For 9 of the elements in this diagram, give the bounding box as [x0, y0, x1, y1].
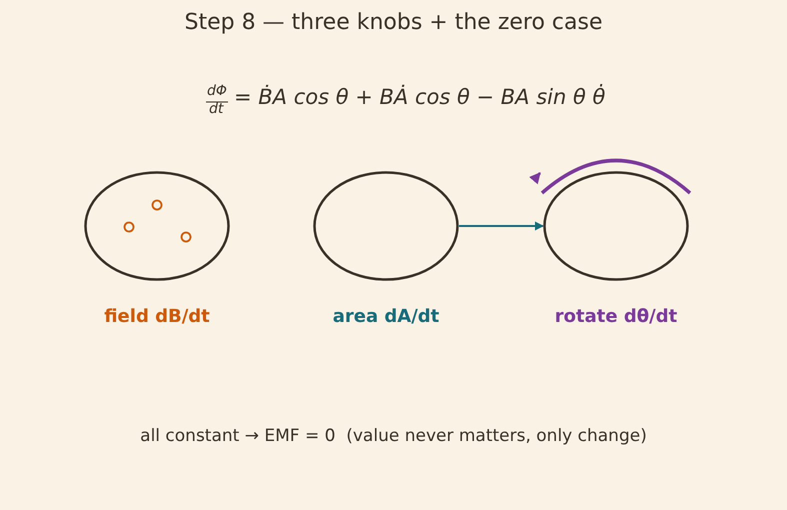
note-text: all constant → EMF = 0 (value never matters, only change): [139, 427, 648, 446]
loop-label: rotate dθ/dt: [554, 306, 678, 327]
formula-text: dt: [209, 102, 224, 118]
arrow: [459, 222, 544, 230]
loop-label: field dB/dt: [103, 306, 211, 327]
formula-text: = ḂA cos θ + BȦ cos θ − BA sin θ θ̇: [234, 86, 606, 110]
formula-text: dΦ: [207, 84, 227, 100]
loop-label: area dA/dt: [332, 306, 440, 327]
title: Step 8 — three knobs + the zero case: [183, 10, 604, 35]
